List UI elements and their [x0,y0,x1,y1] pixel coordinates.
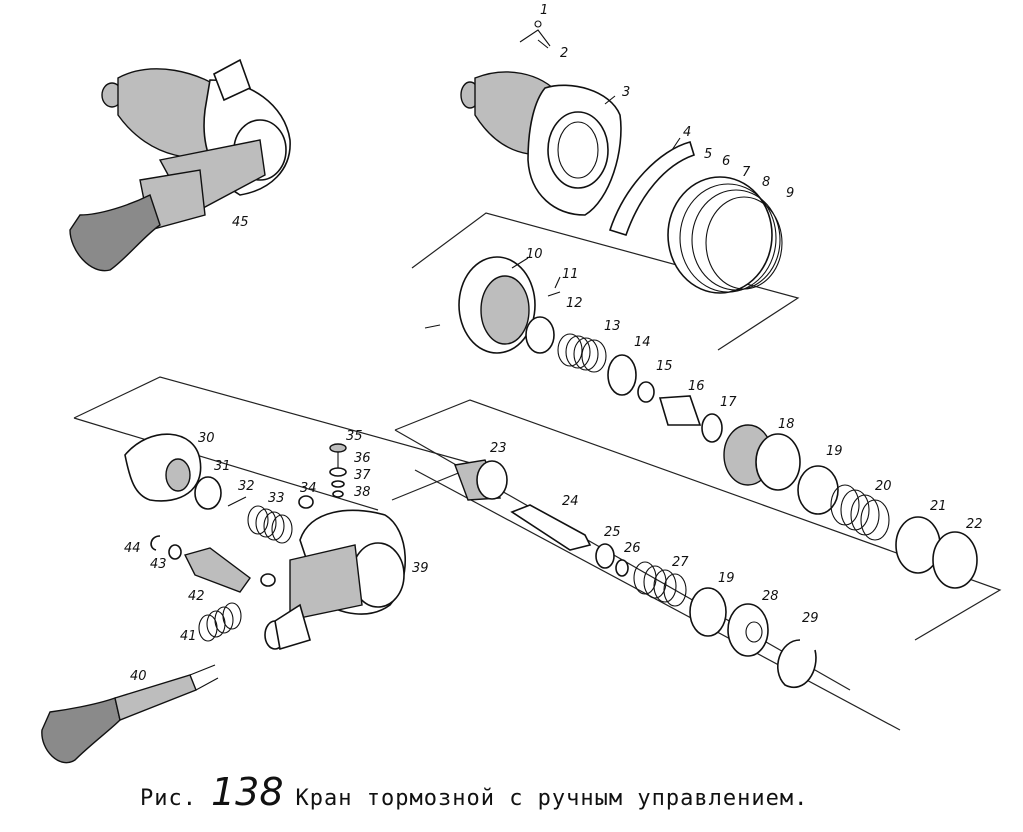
label-45: 45 [232,215,249,230]
circlip-part-44 [150,535,161,551]
spring-part-20 [830,484,890,541]
label-26: 26 [624,541,641,556]
label-44: 44 [124,541,141,556]
circlip-part-12 [525,316,555,354]
cover-part-30 [124,433,202,502]
caption-prefix: Рис. [140,786,197,811]
label-30: 30 [198,431,215,446]
ring-part-19-lower [689,587,727,637]
washer-part-22 [932,531,978,589]
label-37: 37 [354,468,371,483]
label-31: 31 [214,459,231,474]
label-14: 14 [634,335,651,350]
label-19a: 19 [826,444,843,459]
label-10: 10 [526,247,543,262]
washer-part-31 [194,476,222,510]
label-32: 32 [238,479,255,494]
piston-part-18 [723,424,801,491]
label-13: 13 [604,319,621,334]
label-21: 21 [930,499,947,514]
caption-text: Кран тормозной с ручным управлением. [295,786,809,811]
pin-part-32 [227,496,247,507]
sleeve-part-16 [658,395,702,426]
label-34: 34 [300,481,317,496]
ring-body-part-10 [424,256,536,354]
label-38: 38 [354,485,371,500]
leader-lines [511,39,681,289]
handle-part-40 [41,664,219,764]
cap-part-28 [727,603,769,657]
label-40: 40 [130,669,147,684]
ring-part-15 [637,381,655,403]
washer-part-43 [168,544,182,560]
label-36: 36 [354,451,371,466]
ring-part-26 [615,559,629,577]
rings-parts-5-9 [667,176,783,294]
body-part-39 [264,509,407,651]
label-25: 25 [604,525,621,540]
label-11: 11 [562,267,579,282]
label-15: 15 [656,359,673,374]
cup-part-23 [454,459,508,501]
label-39: 39 [412,561,429,576]
assembly-planes [73,212,1002,731]
pin-part-11 [547,291,561,297]
label-16: 16 [688,379,705,394]
label-35: 35 [346,429,363,444]
label-5: 5 [704,147,712,162]
spring-part-41 [198,602,242,642]
spring-part-27 [633,561,687,607]
label-22: 22 [966,517,983,532]
label-28: 28 [762,589,779,604]
caption-number: 138 [210,770,284,814]
label-33: 33 [268,491,285,506]
label-27: 27 [672,555,689,570]
label-6: 6 [722,154,730,169]
label-18: 18 [778,417,795,432]
assembled-valve-part-45 [69,58,291,272]
label-29: 29 [802,611,819,626]
spring-part-33 [247,505,293,544]
lever-part-42 [183,547,251,593]
label-1: 1 [540,3,548,18]
washer-part-25 [595,543,615,569]
label-9: 9 [786,186,794,201]
label-41: 41 [180,629,197,644]
label-43: 43 [150,557,167,572]
housing-part-3 [460,71,622,216]
pin-parts-1-2 [519,20,551,47]
circlip-part-29 [776,639,817,688]
label-24: 24 [562,494,579,509]
stem-part-24 [510,504,592,551]
nut-part-34 [298,495,314,509]
label-20: 20 [875,479,892,494]
screw-parts-35-38 [329,443,347,498]
label-3: 3 [622,85,630,100]
label-12: 12 [566,296,583,311]
label-8: 8 [762,175,770,190]
label-17: 17 [720,395,737,410]
washer-part-14 [607,354,637,396]
figure-caption: Рис. 138 Кран тормозной с ручным управле… [140,770,809,814]
ring-part-19-upper [797,465,839,515]
spring-part-13 [557,333,607,373]
nut-part-39b [260,573,276,587]
plate-part-4 [608,141,695,236]
part-number-labels: 1 2 3 4 5 6 7 8 9 10 11 12 13 14 15 16 1… [124,3,983,684]
label-19b: 19 [718,571,735,586]
label-4: 4 [683,125,691,140]
washer-part-17 [701,413,723,443]
label-7: 7 [742,165,751,180]
label-42: 42 [188,589,205,604]
label-2: 2 [560,46,568,61]
label-23: 23 [490,441,507,456]
